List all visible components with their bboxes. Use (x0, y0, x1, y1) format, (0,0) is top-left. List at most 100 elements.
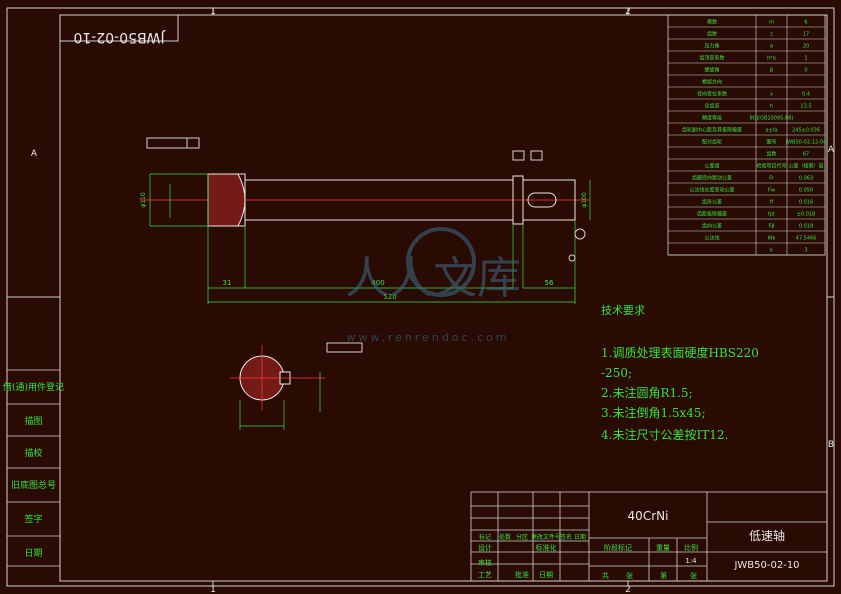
section-view (230, 342, 363, 430)
params-cell-3-0: 齿顶高系数 (699, 55, 724, 62)
params-cell-13-0: 齿圈径向跳动公差 (692, 175, 732, 182)
params-cell-4-1: β (770, 68, 773, 74)
params-cell-2-2: 20 (803, 44, 809, 50)
material-text: 40CrNi (628, 509, 669, 523)
mirrored-code: JWB50-02-10 (73, 29, 165, 45)
params-cell-3-2: 1 (804, 56, 807, 62)
side-label-4: 签字 (24, 513, 42, 525)
params-cell-5-0: 螺旋方向 (702, 79, 722, 86)
params-cell-13-2: 0.063 (799, 176, 813, 182)
params-cell-10-1: 图号 (766, 140, 776, 146)
side-label-2: 描校 (24, 447, 42, 459)
params-cell-13-1: Fr (769, 176, 775, 182)
weight-label: 重量 (656, 544, 670, 552)
svg-text:www.renrendoc.com: www.renrendoc.com (346, 331, 509, 344)
dim-left-len: 31 (223, 279, 232, 287)
params-cell-19-1: k (770, 248, 773, 254)
sheet-no: 第 (660, 571, 667, 580)
params-cell-18-2: 47.5466 (796, 236, 817, 242)
params-cell-2-0: 压力角 (704, 43, 719, 50)
params-cell-12-2: 公差（极限）值 (788, 163, 823, 170)
scale-value: 1:4 (685, 557, 697, 565)
params-cell-16-1: fpt (768, 212, 775, 218)
check-label: 审核 (478, 558, 492, 567)
date-label: 日期 (539, 571, 553, 579)
zone-mark-right-b: B (828, 440, 834, 450)
svg-text:人人文库: 人人文库 (345, 253, 521, 304)
params-cell-8-0: 精度等级 (702, 115, 722, 122)
params-cell-9-1: a±fa (765, 128, 777, 134)
params-cell-3-1: h*a (767, 56, 776, 62)
part-name: 低速轴 (749, 528, 785, 543)
params-cell-0-0: 模数 (707, 19, 717, 26)
rev-h-0: 标记 (479, 533, 491, 541)
stage-label: 阶段标记 (604, 543, 632, 552)
dim-mid-len: 400 (371, 279, 384, 287)
zone-mark-left-a: A (31, 149, 38, 159)
tech-req-line-2: -250; (601, 366, 633, 380)
params-cell-16-0: 齿距极限偏差 (697, 211, 727, 218)
params-cell-19-2: 3 (804, 248, 807, 254)
zone-mark-bottom-2: 2 (625, 585, 631, 594)
params-cell-15-1: ff (770, 200, 774, 206)
zone-mark-top-1: 1 (210, 7, 216, 17)
params-cell-18-0: 公法线 (704, 235, 719, 242)
params-cell-14-1: Fw (768, 188, 775, 194)
code-box (59, 14, 179, 42)
params-cell-11-2: 67 (803, 152, 809, 158)
params-cell-2-1: α (770, 44, 774, 50)
params-cell-17-0: 齿向公差 (702, 223, 722, 230)
params-cell-1-0: 齿数 (707, 31, 717, 38)
title-block (470, 491, 828, 582)
process-label: 工艺 (478, 571, 492, 579)
side-label-1: 描图 (24, 415, 42, 427)
dim-end-dia: φ100 (581, 192, 588, 208)
params-cell-4-2: 0 (804, 68, 807, 74)
params-cell-10-2: JWB50-02-12-04 (785, 140, 827, 146)
params-cell-10-0: 配对齿轮 (702, 139, 722, 146)
shaft-main-view (140, 137, 591, 304)
tech-req-line-5: 4.未注尺寸公差按IT12. (601, 428, 729, 442)
scale-label: 比例 (684, 543, 698, 552)
zone-mark-top-2: 2 (625, 7, 631, 17)
params-cell-16-2: ±0.018 (797, 212, 816, 218)
params-cell-11-1: 齿数 (766, 151, 776, 158)
dim-shaft-dia: φ110 (140, 192, 147, 208)
params-cell-18-1: Wk (768, 236, 776, 242)
zone-mark-bottom-1: 1 (210, 585, 216, 594)
tech-req-line-4: 3.未注倒角1.5x45; (601, 406, 706, 420)
tech-req-title: 技术要求 (601, 304, 645, 317)
standardize-label: 标准化 (536, 543, 557, 552)
dim-key-len: 56 (545, 279, 554, 287)
params-cell-7-2: 13.5 (800, 104, 811, 110)
params-cell-4-0: 螺旋角 (704, 67, 719, 74)
params-cell-9-2: 245±0.036 (792, 128, 820, 134)
sheet-label-2: 张 (690, 571, 697, 580)
rev-h-4: 签名 (560, 533, 572, 541)
params-cell-1-1: z (770, 32, 773, 38)
params-cell-17-2: 0.018 (799, 224, 813, 230)
params-cell-15-0: 齿形公差 (702, 199, 722, 206)
params-cell-0-1: m (769, 20, 774, 26)
approve-label: 批准 (515, 570, 529, 579)
params-cell-6-2: 0.4 (802, 92, 810, 98)
params-cell-12-0: 公差组 (704, 163, 719, 170)
params-cell-9-0: 齿轮副中心距及其极限偏差 (682, 127, 742, 134)
params-cell-12-1: 检验项目代号 (756, 163, 786, 170)
params-cell-1-2: 17 (803, 32, 809, 38)
sheet-label-1: 张 (626, 571, 633, 580)
rev-h-3: 更改文件号 (531, 533, 561, 541)
drawing-number: JWB50-02-10 (733, 560, 799, 571)
rev-h-1: 处数 (499, 533, 511, 541)
params-cell-7-0: 全齿高 (704, 103, 719, 110)
svg-text:JWB50-02-10: JWB50-02-10 (73, 29, 165, 45)
zone-mark-right-a: A (828, 145, 835, 155)
watermark: 人人文库 www.renrendoc.com (345, 227, 521, 344)
tech-req-line-1: 1.调质处理表面硬度HBS220 (601, 346, 759, 360)
params-cell-6-1: x (770, 92, 773, 98)
params-cell-14-0: 公法线长度变动公差 (689, 187, 734, 194)
params-cell-14-2: 0.050 (799, 188, 813, 194)
